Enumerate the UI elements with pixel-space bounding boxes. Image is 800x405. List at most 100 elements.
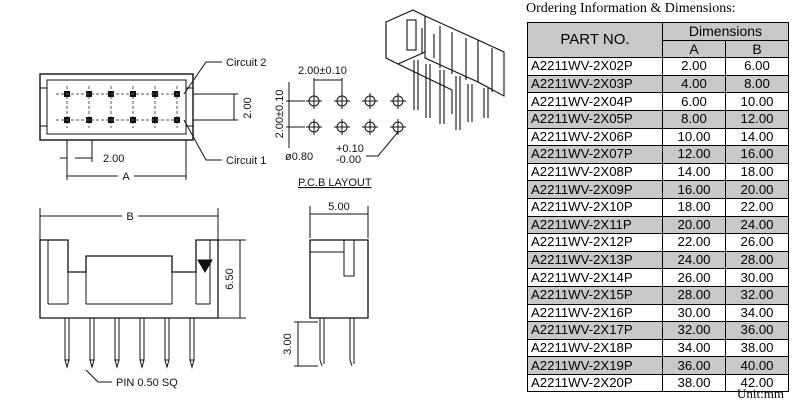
pin bbox=[189, 317, 195, 361]
isometric-view bbox=[385, 9, 505, 130]
dim-a-cell: 34.00 bbox=[662, 338, 726, 358]
unit-label: Unit:mm bbox=[737, 386, 784, 401]
dim-a-cell: 36.00 bbox=[662, 356, 726, 375]
dim-b-cell: 34.00 bbox=[725, 303, 789, 323]
dim-a-cell: 22.00 bbox=[662, 233, 726, 252]
part-number-cell: A2211WV-2X19P bbox=[527, 356, 663, 375]
part-number-cell: A2211WV-2X03P bbox=[527, 74, 663, 94]
pitch-bottom-dim: 2.00 bbox=[103, 153, 124, 165]
part-number-cell: A2211WV-2X07P bbox=[527, 145, 663, 164]
part-number-cell: A2211WV-2X12P bbox=[527, 233, 663, 252]
part-number-cell: A2211WV-2X10P bbox=[527, 197, 663, 217]
ordering-title: Ordering Information & Dimensions: bbox=[526, 1, 736, 16]
front-view: B 6.50 PIN 0.50 SQ bbox=[39, 208, 246, 389]
part-number-cell: A2211WV-2X14P bbox=[527, 268, 663, 287]
dim-a-cell: 14.00 bbox=[662, 162, 726, 182]
pin bbox=[89, 317, 95, 361]
part-number-cell: A2211WV-2X16P bbox=[527, 303, 663, 323]
pin-length-dim: 3.00 bbox=[282, 333, 294, 354]
dim-a-cell: 12.00 bbox=[662, 145, 726, 164]
dim-b-cell: 14.00 bbox=[725, 127, 789, 147]
dim-b-cell: 10.00 bbox=[725, 92, 789, 111]
row-pitch-dim: 2.00 bbox=[242, 97, 254, 118]
dim-a-cell: 26.00 bbox=[662, 268, 726, 287]
header-dimensions: Dimensions bbox=[662, 22, 789, 41]
dim-a-cell: 16.00 bbox=[662, 180, 726, 199]
pin bbox=[164, 317, 170, 361]
dim-a-cell: 30.00 bbox=[662, 303, 726, 323]
dim-b-cell: 22.00 bbox=[725, 197, 789, 217]
pin bbox=[139, 317, 145, 361]
pcb-layout-label: P.C.B LAYOUT bbox=[298, 177, 372, 189]
pcb-pitch-h: 2.00±0.10 bbox=[298, 65, 347, 77]
part-number-cell: A2211WV-2X04P bbox=[527, 92, 663, 111]
pin-label: PIN 0.50 SQ bbox=[116, 377, 178, 389]
dim-b-cell: 26.00 bbox=[725, 233, 789, 252]
part-number-cell: A2211WV-2X20P bbox=[527, 373, 663, 393]
dim-a-cell: 32.00 bbox=[662, 321, 726, 340]
technical-drawing: Circuit 2 Circuit 1 2.00 2.00 A 2.00±0.1… bbox=[39, 9, 505, 389]
dim-b-cell: 16.00 bbox=[725, 145, 789, 164]
dim-b-cell: 42.00 bbox=[725, 373, 789, 393]
circuit-1-label: Circuit 1 bbox=[226, 155, 266, 167]
dim-b-cell: 32.00 bbox=[725, 285, 789, 305]
dim-b-label: B bbox=[126, 211, 133, 223]
dim-a-cell: 6.00 bbox=[662, 92, 726, 111]
part-number-cell: A2211WV-2X05P bbox=[527, 109, 663, 129]
dim-b-cell: 38.00 bbox=[725, 338, 789, 358]
pin bbox=[114, 317, 120, 361]
dim-a-cell: 10.00 bbox=[662, 127, 726, 147]
header-part-no: PART NO. bbox=[527, 21, 663, 59]
pin bbox=[64, 317, 70, 361]
top-view: Circuit 2 Circuit 1 2.00 2.00 A bbox=[39, 57, 266, 183]
pin-square bbox=[152, 91, 158, 97]
pin1-marker-icon bbox=[197, 259, 213, 273]
part-number-cell: A2211WV-2X08P bbox=[527, 162, 663, 182]
hole-tol-minus: -0.00 bbox=[336, 154, 361, 166]
hole-tol-plus: +0.10 bbox=[336, 143, 364, 155]
part-number-cell: A2211WV-2X06P bbox=[527, 127, 663, 147]
dim-b-cell: 36.00 bbox=[725, 321, 789, 340]
part-number-cell: A2211WV-2X18P bbox=[527, 338, 663, 358]
dim-b-cell: 18.00 bbox=[725, 162, 789, 182]
dim-a-cell: 24.00 bbox=[662, 250, 726, 270]
dim-a-cell: 4.00 bbox=[662, 74, 726, 94]
dim-a-cell: 38.00 bbox=[662, 373, 726, 393]
header-b: B bbox=[725, 39, 789, 59]
dim-a-label: A bbox=[122, 171, 130, 183]
pcb-pitch-v: 2.00±0.10 bbox=[274, 90, 286, 139]
height-dim: 6.50 bbox=[224, 268, 236, 289]
dim-b-cell: 30.00 bbox=[725, 268, 789, 287]
dim-a-cell: 20.00 bbox=[662, 215, 726, 235]
dim-a-cell: 28.00 bbox=[662, 285, 726, 305]
circuit-2-label: Circuit 2 bbox=[226, 57, 266, 69]
part-number-cell: A2211WV-2X17P bbox=[527, 321, 663, 340]
dim-b-cell: 28.00 bbox=[725, 250, 789, 270]
dim-b-cell: 12.00 bbox=[725, 109, 789, 129]
dim-a-cell: 18.00 bbox=[662, 197, 726, 217]
part-number-cell: A2211WV-2X11P bbox=[527, 215, 663, 235]
part-number-cell: A2211WV-2X15P bbox=[527, 285, 663, 305]
side-width-dim: 5.00 bbox=[328, 201, 349, 213]
dim-b-cell: 40.00 bbox=[725, 356, 789, 375]
hole-diameter: ø0.80 bbox=[285, 151, 313, 163]
header-a: A bbox=[662, 39, 726, 59]
dim-b-cell: 24.00 bbox=[725, 215, 789, 235]
